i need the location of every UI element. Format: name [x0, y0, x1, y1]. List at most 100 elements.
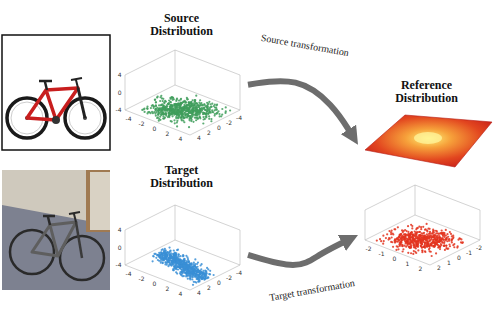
data-point [208, 115, 210, 117]
data-point [166, 261, 168, 263]
data-point [401, 244, 403, 246]
data-point [209, 273, 211, 275]
data-point [401, 237, 403, 239]
data-point [165, 106, 167, 108]
data-point [410, 246, 412, 248]
data-point [170, 265, 172, 267]
data-point [167, 260, 169, 262]
data-point [205, 272, 207, 274]
data-point [151, 105, 153, 107]
data-point [186, 113, 188, 115]
data-point [208, 118, 210, 120]
data-point [407, 225, 409, 227]
bike-photo [86, 170, 110, 232]
data-point [182, 267, 184, 269]
data-point [175, 262, 177, 264]
tick-label: 0 [457, 255, 462, 261]
data-point [427, 243, 429, 245]
data-point [174, 103, 176, 105]
axis-line [365, 185, 415, 210]
data-point [206, 110, 208, 112]
data-point [436, 236, 438, 238]
data-point [424, 244, 426, 246]
data-point [183, 258, 185, 260]
data-point [166, 255, 168, 257]
data-point [449, 245, 451, 247]
data-point [424, 235, 426, 237]
data-point [210, 112, 212, 114]
bike-photo [43, 216, 55, 225]
data-point [175, 113, 177, 115]
data-point [200, 268, 202, 270]
data-point [169, 106, 171, 108]
data-point [428, 237, 430, 239]
data-point [157, 259, 159, 261]
data-point [399, 245, 401, 247]
data-point [210, 118, 212, 120]
data-point [150, 107, 152, 109]
data-point [383, 240, 385, 242]
data-point [426, 233, 428, 235]
data-point [215, 112, 217, 114]
data-point [162, 262, 164, 264]
data-point [193, 281, 195, 283]
data-point [159, 116, 161, 118]
axis-line [190, 265, 240, 290]
data-point [170, 264, 172, 266]
data-point [437, 240, 439, 242]
data-point [184, 105, 186, 107]
tick-label: 0 [217, 125, 222, 131]
data-point [176, 262, 178, 264]
tick-label: -4 [115, 262, 122, 268]
axis-line [125, 50, 175, 75]
data-point [382, 235, 384, 237]
data-point [424, 242, 426, 244]
data-point [449, 231, 451, 233]
data-point [414, 240, 416, 242]
data-point [168, 114, 170, 116]
data-point [392, 232, 394, 234]
data-point [400, 241, 402, 243]
data-point [195, 273, 197, 275]
data-point [445, 229, 447, 231]
data-point [190, 110, 192, 112]
data-point [216, 103, 218, 105]
data-point [157, 112, 159, 114]
data-point [185, 255, 187, 257]
data-point [166, 108, 168, 110]
data-point [430, 244, 432, 246]
data-point [456, 246, 458, 248]
data-point [202, 122, 204, 124]
bicycle-photo [27, 88, 78, 120]
data-point [421, 238, 423, 240]
data-point [394, 228, 396, 230]
data-point [167, 103, 169, 105]
data-point [175, 271, 177, 273]
data-point [460, 238, 462, 240]
data-point [186, 274, 188, 276]
data-point [205, 116, 207, 118]
data-point [424, 242, 426, 244]
data-point [158, 253, 160, 255]
data-point [424, 238, 426, 240]
data-point [191, 113, 193, 115]
tick-label: -1 [466, 250, 473, 256]
data-point [428, 237, 430, 239]
data-point [194, 99, 196, 101]
data-point [190, 120, 192, 122]
data-point [415, 247, 417, 249]
plot-title: Reference Distribution [382, 79, 472, 105]
data-point [421, 249, 423, 251]
data-point [191, 272, 193, 274]
data-point [166, 108, 168, 110]
distribution-plot: Target Distribution [115, 160, 248, 305]
data-point [212, 111, 214, 113]
data-point [173, 111, 175, 113]
data-point [170, 261, 172, 263]
data-point [143, 108, 145, 110]
data-point [179, 258, 181, 260]
data-point [439, 248, 441, 250]
distribution-plot: Reference Distribution [358, 75, 495, 280]
data-point [199, 273, 201, 275]
